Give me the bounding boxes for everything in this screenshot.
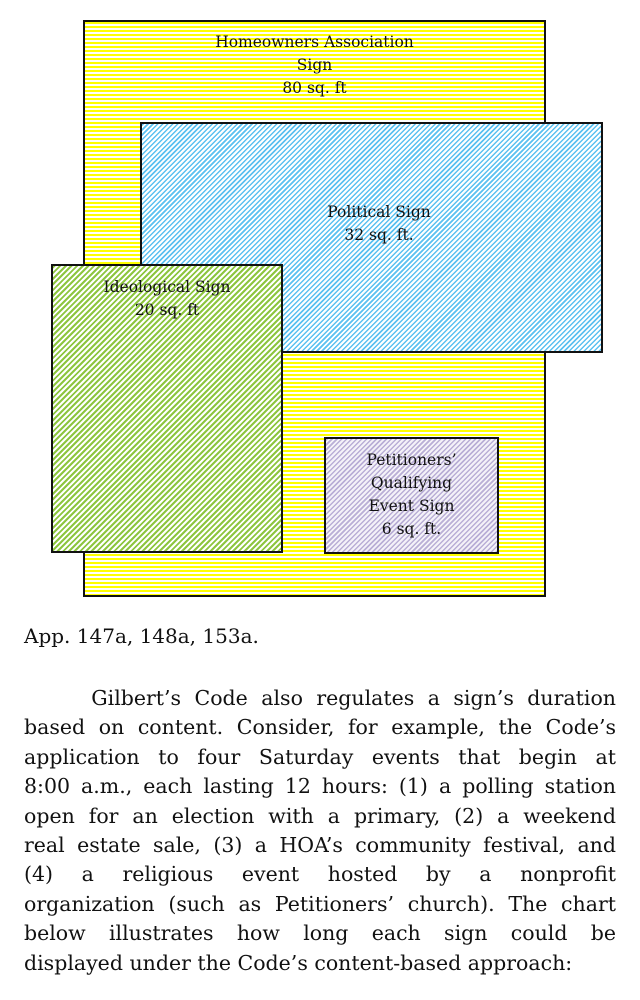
label-line: 20 sq. ft: [134, 301, 200, 319]
figure-caption: App. 147a, 148a, 153a.: [24, 624, 259, 648]
paragraph-line: real estate sale, (3) a HOA’s community …: [24, 833, 616, 858]
label-line: Petitioners’: [366, 451, 457, 469]
paragraph-line: (4) a religious event hosted by a nonpro…: [24, 862, 616, 887]
label-line: Ideological Sign: [103, 278, 231, 296]
paragraph-line: displayed under the Code’s content-based…: [24, 950, 573, 975]
label-line: Political Sign: [327, 203, 431, 221]
paragraph-line: below illustrates how long each sign cou…: [24, 921, 616, 946]
petitioners-sign-box: Petitioners’ Qualifying Event Sign 6 sq.…: [324, 437, 499, 554]
ideological-sign-label: Ideological Sign 20 sq. ft: [53, 276, 281, 322]
body-paragraph: Gilbert’s Code also regulates a sign’s d…: [24, 684, 616, 978]
label-line: Homeowners Association: [215, 33, 414, 51]
label-line: Sign: [296, 56, 333, 74]
petitioners-sign-label: Petitioners’ Qualifying Event Sign 6 sq.…: [326, 449, 497, 541]
label-line: 32 sq. ft.: [344, 226, 414, 244]
label-line: Qualifying: [370, 474, 453, 492]
label-line: Event Sign: [368, 497, 455, 515]
label-line: 6 sq. ft.: [381, 520, 442, 538]
hoa-sign-label: Homeowners Association Sign 80 sq. ft: [85, 31, 544, 100]
paragraph-line: 8:00 a.m., each lasting 12 hours: (1) a …: [24, 774, 616, 799]
paragraph-line: organization (such as Petitioners’ churc…: [24, 891, 616, 916]
political-sign-label: Political Sign 32 sq. ft.: [157, 201, 601, 247]
paragraph-line: based on content. Consider, for example,…: [24, 715, 616, 740]
paragraph-line: Gilbert’s Code also regulates a sign’s d…: [24, 686, 616, 710]
paragraph-line: application to four Saturday events that…: [24, 744, 616, 769]
paragraph-line: open for an election with a primary, (2)…: [24, 803, 616, 828]
label-line: 80 sq. ft: [282, 79, 347, 97]
ideological-sign-box: Ideological Sign 20 sq. ft: [51, 264, 283, 553]
